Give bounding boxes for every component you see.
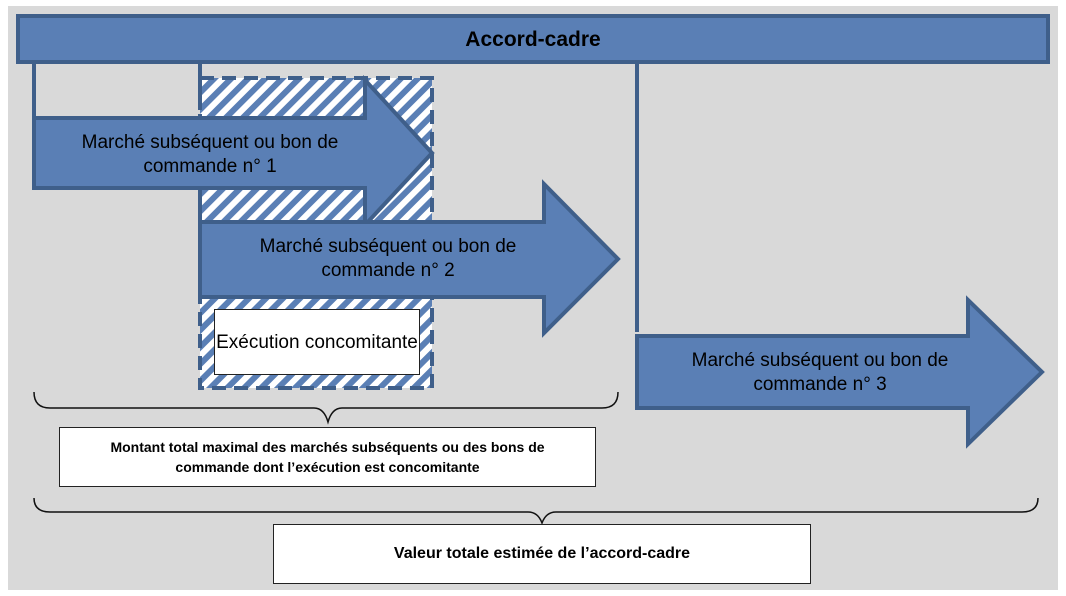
arrow-3-label: Marché subséquent ou bon de commande n° … (691, 350, 949, 395)
arrow-1 (32, 74, 435, 231)
arrow-1-label: Marché subséquent ou bon de commande n° … (81, 132, 339, 177)
brace-total (33, 497, 1039, 526)
total-value-box: Valeur totale estimée de l’accord-cadre (273, 524, 811, 584)
arrow-3 (635, 295, 1045, 449)
max-amount-box: Montant total maximal des marchés subséq… (59, 427, 596, 487)
concurrent-execution-label: Exécution concomitante (214, 309, 420, 375)
arrow-2-label: Marché subséquent ou bon de commande n° … (259, 236, 517, 281)
arrow-2 (198, 179, 621, 338)
accord-cadre-title: Accord-cadre (465, 28, 600, 51)
accord-cadre-bar (16, 14, 1050, 64)
brace-concurrent (33, 391, 619, 425)
